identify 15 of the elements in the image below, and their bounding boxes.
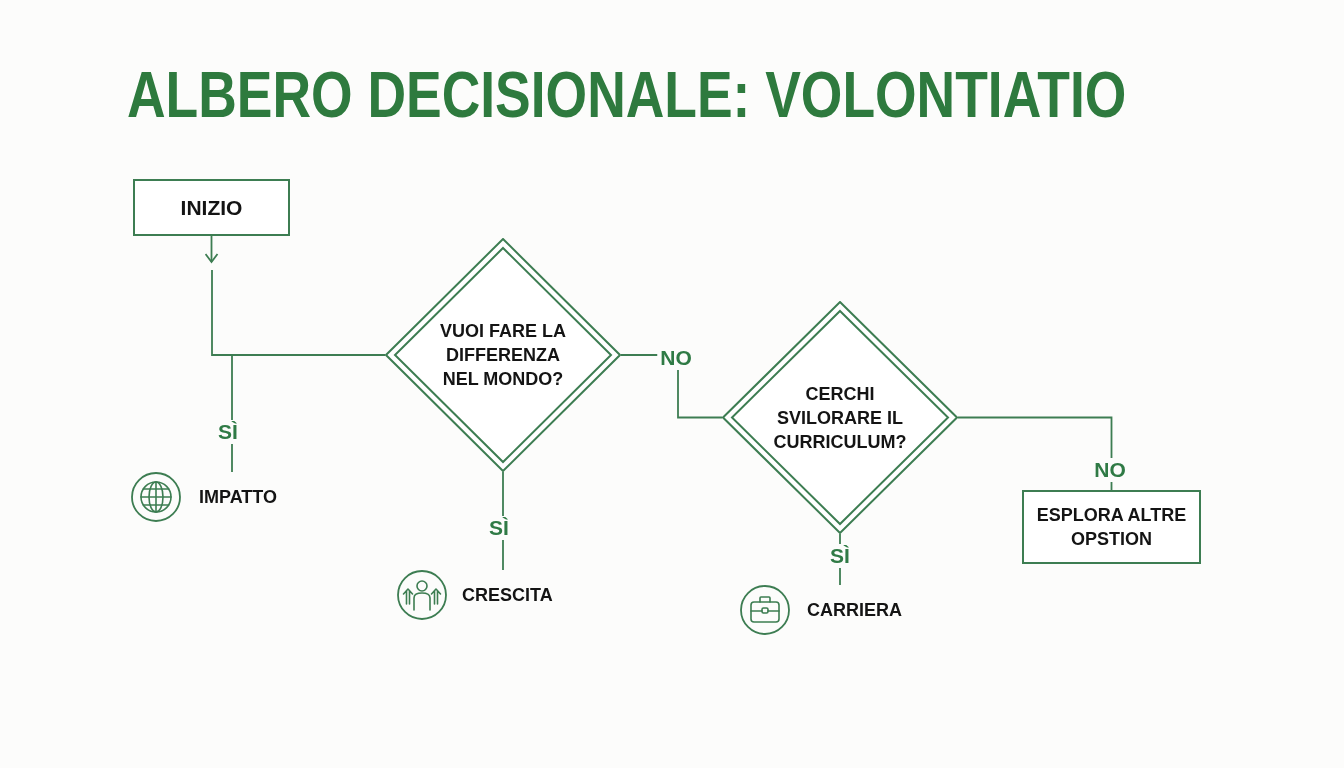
outcome-label: CARRIERA [807, 599, 902, 621]
diagram-title: ALBERO DECISIONALE: VOLONTIATIO [127, 62, 1127, 127]
decision-diamond [385, 238, 621, 472]
outcome-label: CRESCITA [462, 584, 553, 606]
question-text: VUOI FARE LA DIFFERENZA NEL MONDO? [439, 320, 567, 391]
box-label: ESPLORA ALTRE OPSTION [1035, 504, 1188, 551]
flow-arrow [204, 235, 219, 263]
start-box [133, 179, 290, 236]
question-text: CERCHI SVILORARE IL CURRICULUM? [772, 382, 908, 454]
box-label: INIZIO [180, 195, 243, 220]
decision-diamond [722, 301, 958, 534]
connector-line [957, 416, 1113, 491]
connector-line [231, 354, 386, 473]
process-box [1022, 490, 1201, 564]
outcome-label: IMPATTO [199, 486, 277, 508]
